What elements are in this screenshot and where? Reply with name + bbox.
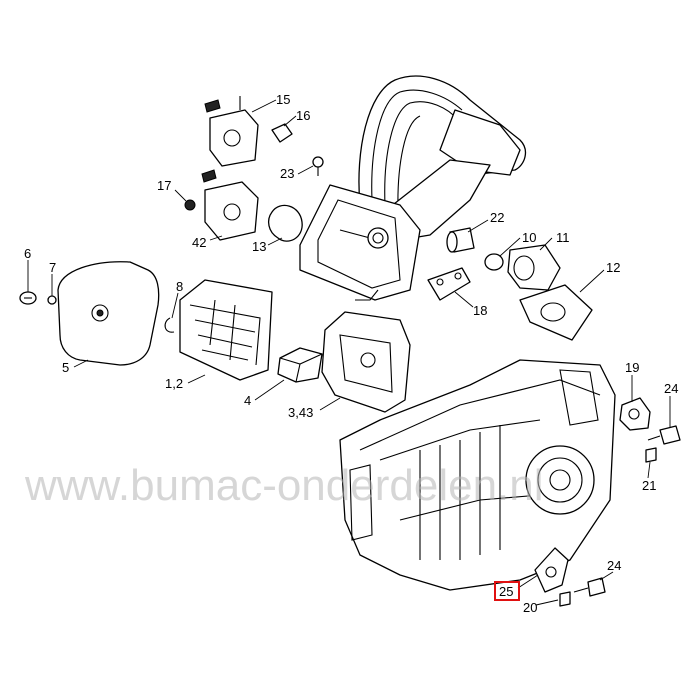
watermark: www.bumac-onderdelen.nl [24,461,544,510]
label-11: 11 [556,230,570,245]
part-11-manifold [507,244,561,291]
part-23-screw [312,156,324,176]
part-21-screw [645,447,657,463]
label-5: 5 [62,360,69,375]
label-19: 19 [625,360,639,375]
part-8-clip [164,317,175,333]
label-22: 22 [490,210,504,225]
label-25: 25 [499,584,513,599]
label-21: 21 [642,478,656,493]
part-7-nut [47,295,57,305]
label-24-bottom: 24 [607,558,621,573]
part-16-fitting [271,123,293,143]
label-1-2: 1,2 [165,376,183,391]
part-13-gasket [267,204,303,242]
part-18-plate [427,267,471,301]
carburetor-box [299,184,421,301]
label-7: 7 [49,260,56,275]
label-10: 10 [522,230,536,245]
part-4-foam [277,347,323,383]
part-1-2-air-filter [179,279,273,381]
label-16: 16 [296,108,310,123]
label-23: 23 [280,166,294,181]
part-25-bracket [534,547,569,593]
part-42-carburetor [201,169,259,241]
label-18: 18 [473,303,487,318]
label-13: 13 [252,239,266,254]
label-8: 8 [176,279,183,294]
leader-lines [27,99,671,606]
part-6-screw [19,291,37,305]
part-19-bracket [619,397,651,431]
part-15-carburetor [204,96,259,167]
part-5-filter-cover [57,261,160,366]
label-15: 15 [276,92,290,107]
part-24-bolt-top [647,425,681,445]
label-3-43: 3,43 [288,405,313,420]
part-20-screw [559,591,571,607]
part-3-43-filter-base [321,311,411,413]
label-24-top: 24 [664,381,678,396]
part-10-ring [484,253,504,271]
label-6: 6 [24,246,31,261]
label-20: 20 [523,600,537,615]
label-17: 17 [157,178,171,193]
part-12-flange [519,284,593,341]
engine-block [339,359,616,591]
label-12: 12 [606,260,620,275]
part-22-sleeve [446,227,475,253]
part-17-nut [184,199,196,211]
highlight-box-25 [494,581,520,601]
label-4: 4 [244,393,251,408]
part-24-bolt-bottom [573,577,606,597]
label-42: 42 [192,235,206,250]
